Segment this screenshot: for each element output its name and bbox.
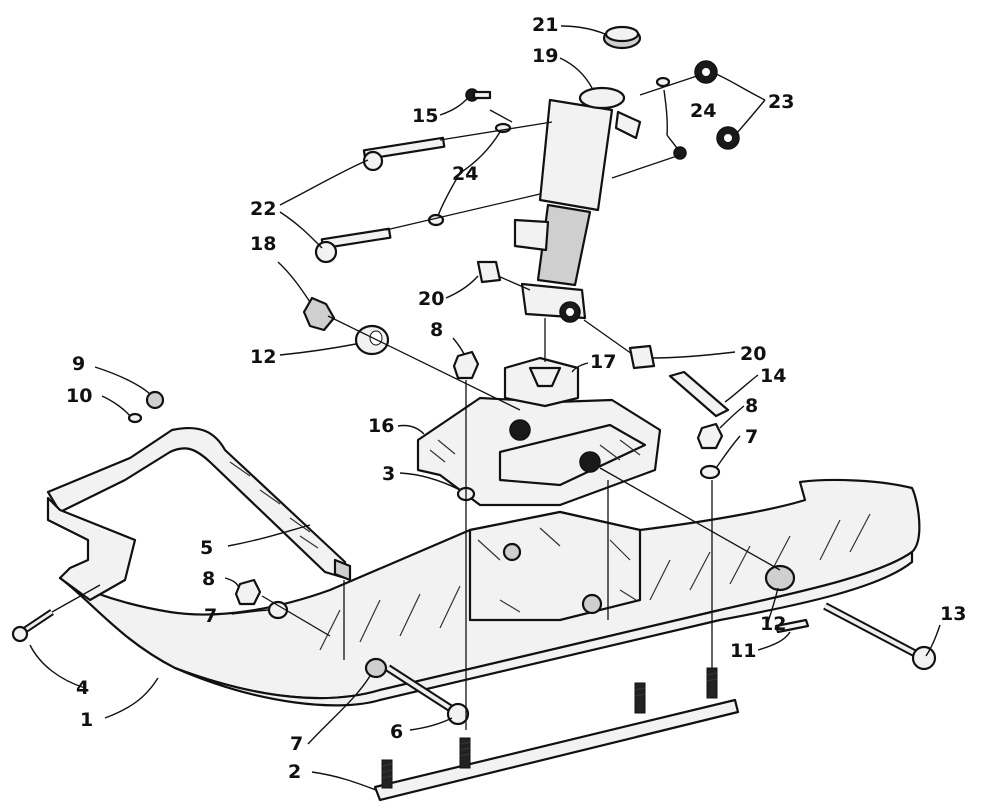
leader-lines [29, 25, 941, 791]
callout-1: 1 [80, 709, 93, 731]
washer-24-b [673, 146, 687, 160]
shock-absorber [513, 86, 642, 323]
callout-6: 6 [390, 721, 403, 743]
bushing-12-upper [354, 324, 390, 356]
washer-7-right [699, 464, 721, 480]
pin-14 [668, 370, 730, 418]
nut-23-lower [716, 126, 740, 150]
callout-17: 17 [590, 351, 616, 373]
washer-24-a [655, 76, 671, 88]
ski [58, 478, 921, 707]
callout-14: 14 [760, 365, 786, 387]
callouts: 1 2 3 4 5 6 7 7 7 8 8 8 9 10 11 12 12 13… [66, 14, 966, 783]
callout-2: 2 [288, 761, 301, 783]
callout-13: 13 [940, 603, 966, 625]
callout-19: 19 [532, 45, 558, 67]
callout-16: 16 [368, 415, 394, 437]
bushing-20-upper [476, 260, 502, 284]
bolt-6 [385, 664, 470, 726]
callout-8-top: 8 [430, 319, 443, 341]
callout-20-lower: 20 [740, 343, 766, 365]
callout-24-left: 24 [452, 163, 478, 185]
bolt-4 [11, 609, 54, 643]
callout-8-left: 8 [202, 568, 215, 590]
bolt-13 [823, 602, 937, 671]
callout-22: 22 [250, 198, 276, 220]
nut-8-left [234, 578, 262, 606]
callout-7-bottom: 7 [290, 733, 303, 755]
callout-7-left: 7 [204, 605, 217, 627]
callout-12-lower: 12 [760, 613, 786, 635]
callout-21: 21 [532, 14, 558, 36]
bushing-12-lower [764, 564, 796, 592]
callout-12-upper: 12 [250, 346, 276, 368]
callout-15: 15 [412, 105, 438, 127]
nut-9 [145, 390, 165, 410]
assembly-axes [51, 74, 781, 730]
callout-23: 23 [768, 91, 794, 113]
washer-7-left [267, 600, 289, 620]
callout-3: 3 [382, 463, 395, 485]
cotter-pin-11 [774, 618, 810, 634]
callout-11: 11 [730, 640, 756, 662]
callout-24-right: 24 [690, 100, 716, 122]
nut-8-top [452, 350, 480, 380]
callout-4: 4 [76, 677, 89, 699]
washer-10 [127, 412, 143, 424]
callout-8-right: 8 [745, 395, 758, 417]
nut-23-upper [694, 60, 718, 84]
ski-loop [46, 426, 352, 602]
callout-5: 5 [200, 537, 213, 559]
nut-8-right [696, 422, 724, 450]
wear-bar [373, 667, 740, 802]
cap-21 [602, 25, 642, 50]
bolt-upper-22 [362, 136, 446, 172]
bolt-lower-22 [314, 227, 392, 264]
grommet-18 [302, 296, 336, 332]
callout-18: 18 [250, 233, 276, 255]
callout-10: 10 [66, 385, 92, 407]
pivot-block [503, 356, 580, 408]
bolt-15 [465, 88, 492, 102]
washer-7-bottom [364, 657, 388, 679]
spindle-plate [416, 396, 662, 507]
callout-7-right: 7 [745, 426, 758, 448]
callout-20-upper: 20 [418, 288, 444, 310]
bushing-20-lower [628, 344, 656, 370]
callout-9: 9 [72, 353, 85, 375]
